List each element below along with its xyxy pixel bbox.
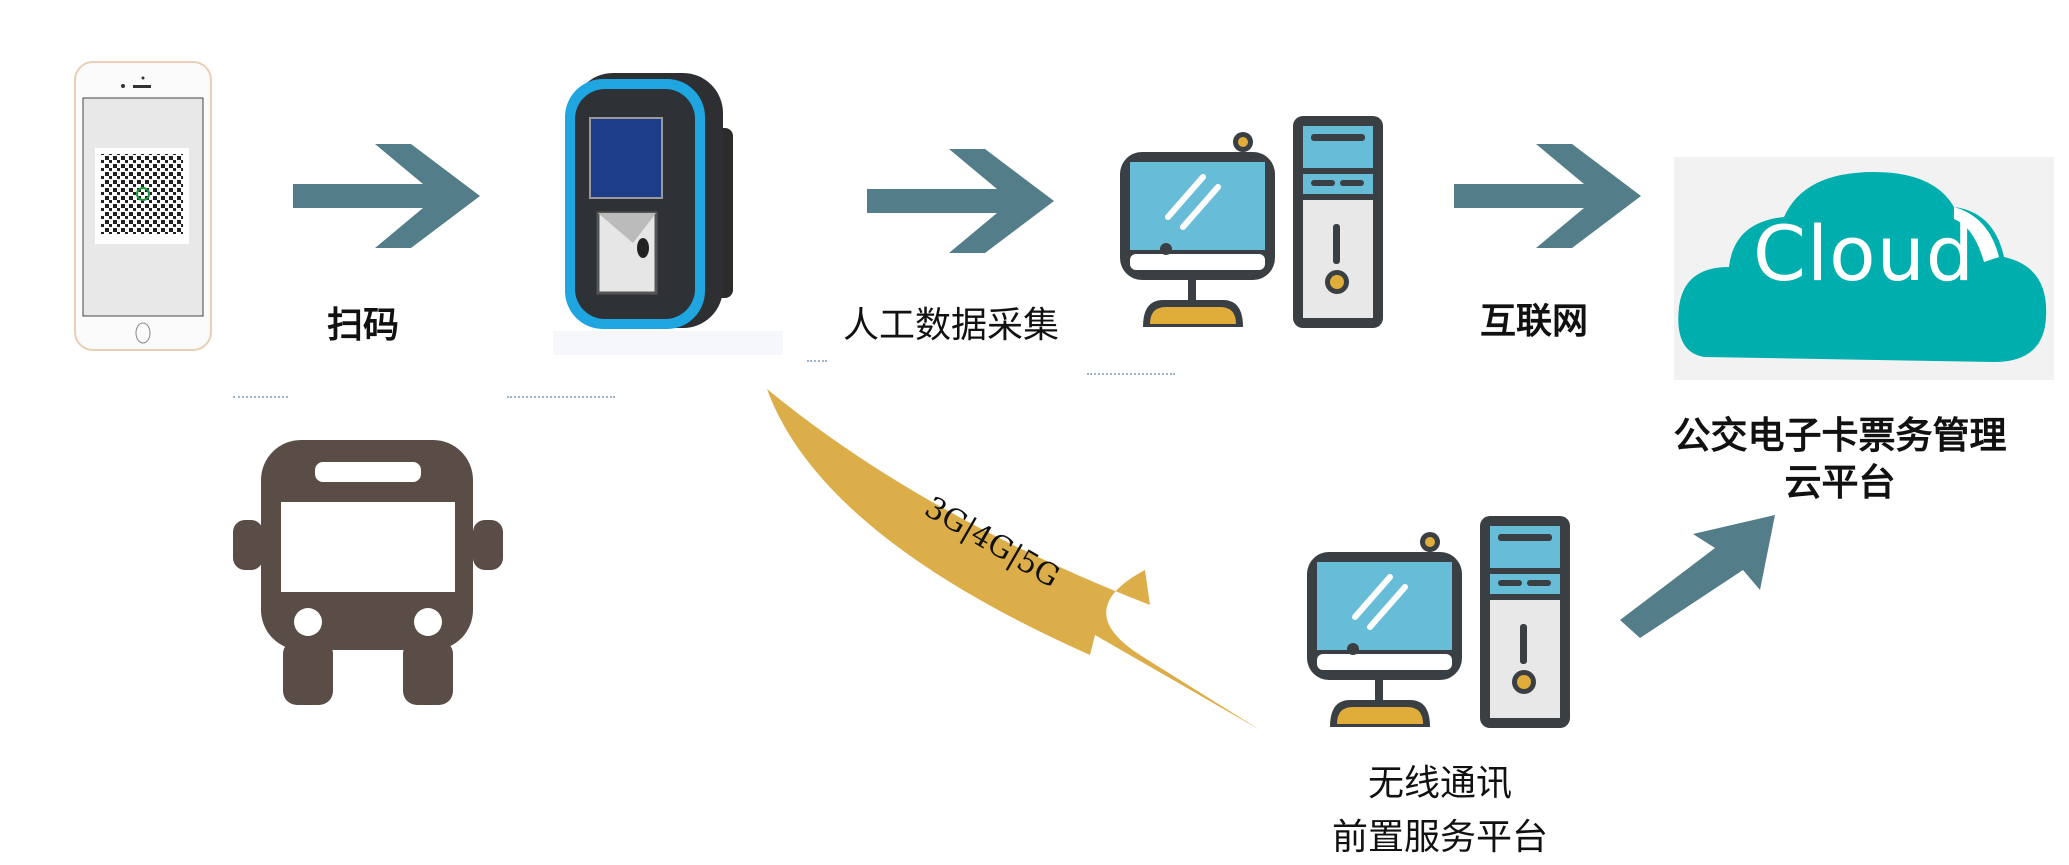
bus-icon [233,440,503,705]
cloud-logo: Cloud [1674,157,2054,380]
label-wireless-line1: 无线通讯 [1367,763,1512,804]
divider [233,396,288,398]
arrow-up-right-icon [1620,515,1775,638]
divider [507,396,615,398]
server-computer-icon [1307,516,1570,728]
wireless-swoosh-arrow [767,389,1260,730]
phone-qr-code-icon [74,61,212,351]
arrow-right-icon [1454,144,1641,248]
label-cloud-platform-line2: 云平台 [1784,461,1896,504]
divider [807,360,827,362]
label-internet: 互联网 [1479,301,1588,342]
label-cloud-platform-line1: 公交电子卡票务管理 [1673,414,2007,457]
cloud-icon [1678,172,2047,362]
label-wireless-line2: 前置服务平台 [1331,817,1548,858]
qr-scanner-device-icon [553,73,783,355]
label-scan: 扫码 [326,305,399,346]
arrow-shape [293,144,480,248]
label-manual-collection: 人工数据采集 [842,305,1059,346]
arrow-right-icon [293,144,480,248]
arrow-right-icon [867,149,1054,253]
computer-icon [1120,116,1383,328]
cloud-logo-text: Cloud [1752,209,1976,298]
divider [1087,373,1175,375]
